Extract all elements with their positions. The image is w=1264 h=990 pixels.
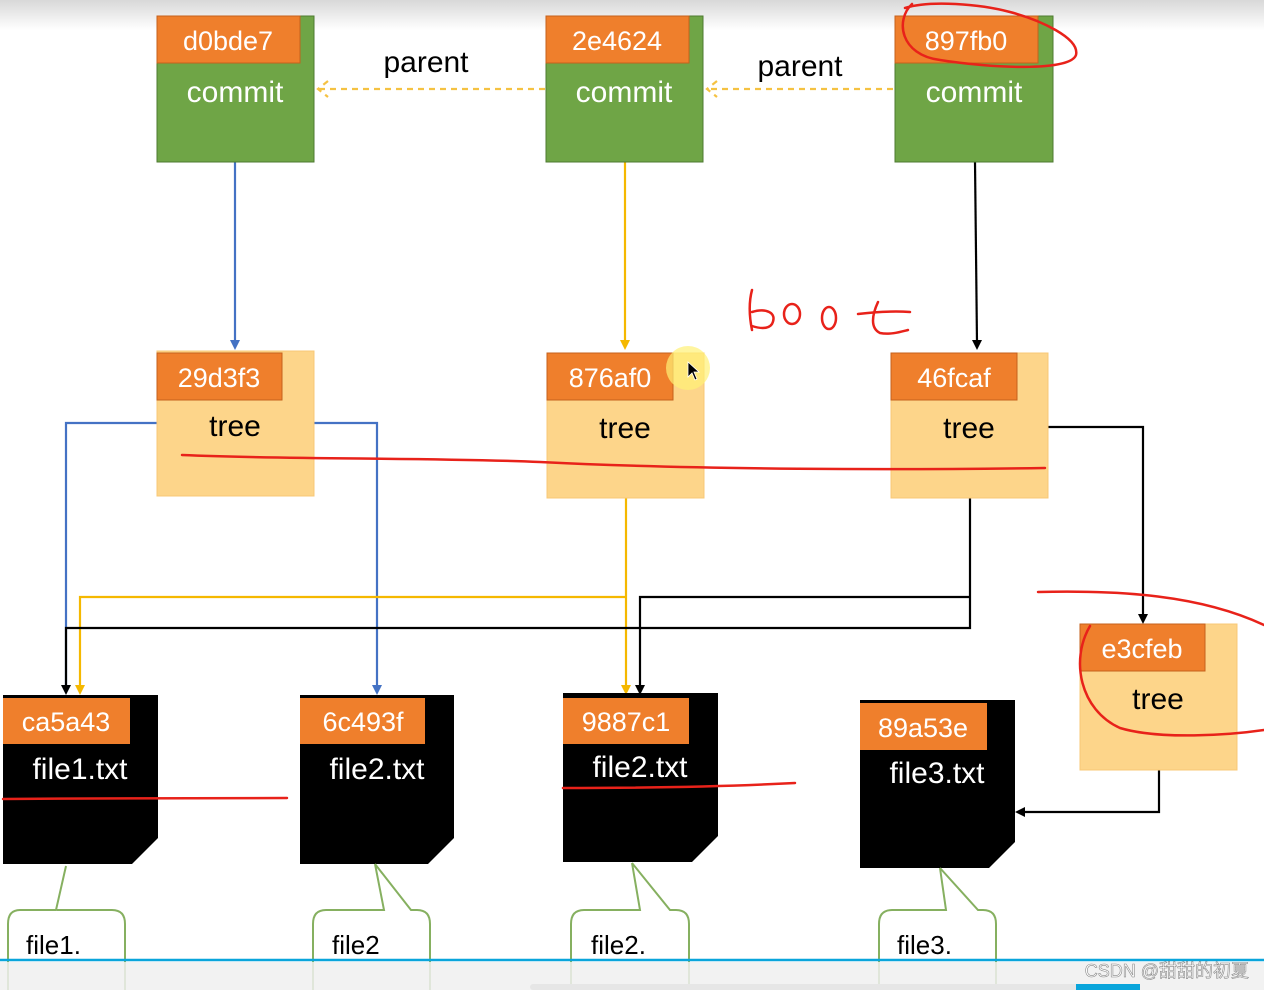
scroll-thumb[interactable]	[1076, 984, 1140, 990]
commit-type: commit	[576, 76, 673, 109]
commit-node[interactable]: d0bde7 commit	[156, 15, 315, 163]
callout-text: file2.	[591, 930, 646, 960]
cursor-icon	[687, 361, 701, 381]
tree-hash: 46fcaf	[917, 363, 991, 393]
watermark: CSDN @甜甜的初夏	[1085, 961, 1249, 981]
tree-type: tree	[943, 412, 995, 445]
commit-hash: 897fb0	[925, 26, 1008, 56]
tree-type: tree	[209, 410, 261, 443]
connectors	[64, 80, 1161, 814]
content-callouts	[7, 862, 997, 990]
callout-text: file2	[332, 930, 380, 960]
blob-filename: file2.txt	[329, 753, 425, 786]
callout-text: file3.	[897, 930, 952, 960]
parent-label: parent	[757, 50, 843, 83]
tree-type: tree	[599, 412, 651, 445]
tree-node[interactable]: e3cfeb tree	[1079, 623, 1238, 771]
commit-type: commit	[187, 76, 284, 109]
handwriting-root: root	[828, 318, 830, 321]
callout-text: file1.	[26, 930, 81, 960]
red-annotations	[1, 2, 1264, 801]
commit-hash: 2e4624	[572, 26, 662, 56]
parent-label: parent	[383, 46, 469, 79]
tree-hash: e3cfeb	[1101, 634, 1182, 664]
blob-node[interactable]: ca5a43 file1.txt	[3, 695, 158, 864]
arrow-heads	[61, 340, 1148, 817]
tree-node[interactable]: 29d3f3 tree	[156, 350, 315, 497]
blob-hash: 89a53e	[878, 713, 968, 743]
commit-node[interactable]: 2e4624 commit	[545, 15, 704, 163]
blob-filename: file1.txt	[32, 753, 128, 786]
tree-hash: 29d3f3	[178, 363, 261, 393]
tree-node[interactable]: 46fcaf tree	[890, 352, 1049, 499]
blob-filename: file2.txt	[592, 751, 688, 784]
blob-hash: ca5a43	[22, 707, 111, 737]
blob-node[interactable]: 9887c1 file2.txt	[563, 693, 718, 862]
blob-node[interactable]: 6c493f file2.txt	[300, 695, 454, 864]
blob-hash: 6c493f	[322, 707, 404, 737]
scrollbar[interactable]	[530, 984, 1090, 990]
tree-type: tree	[1132, 683, 1184, 716]
tree-hash: 876af0	[569, 363, 652, 393]
blob-filename: file3.txt	[889, 757, 985, 790]
commit-node[interactable]: 897fb0 commit	[894, 15, 1054, 163]
blob-node[interactable]: 89a53e file3.txt	[860, 700, 1015, 868]
commit-hash: d0bde7	[183, 26, 273, 56]
commit-type: commit	[926, 76, 1023, 109]
parent-arrows	[316, 80, 893, 98]
blob-hash: 9887c1	[582, 707, 671, 737]
